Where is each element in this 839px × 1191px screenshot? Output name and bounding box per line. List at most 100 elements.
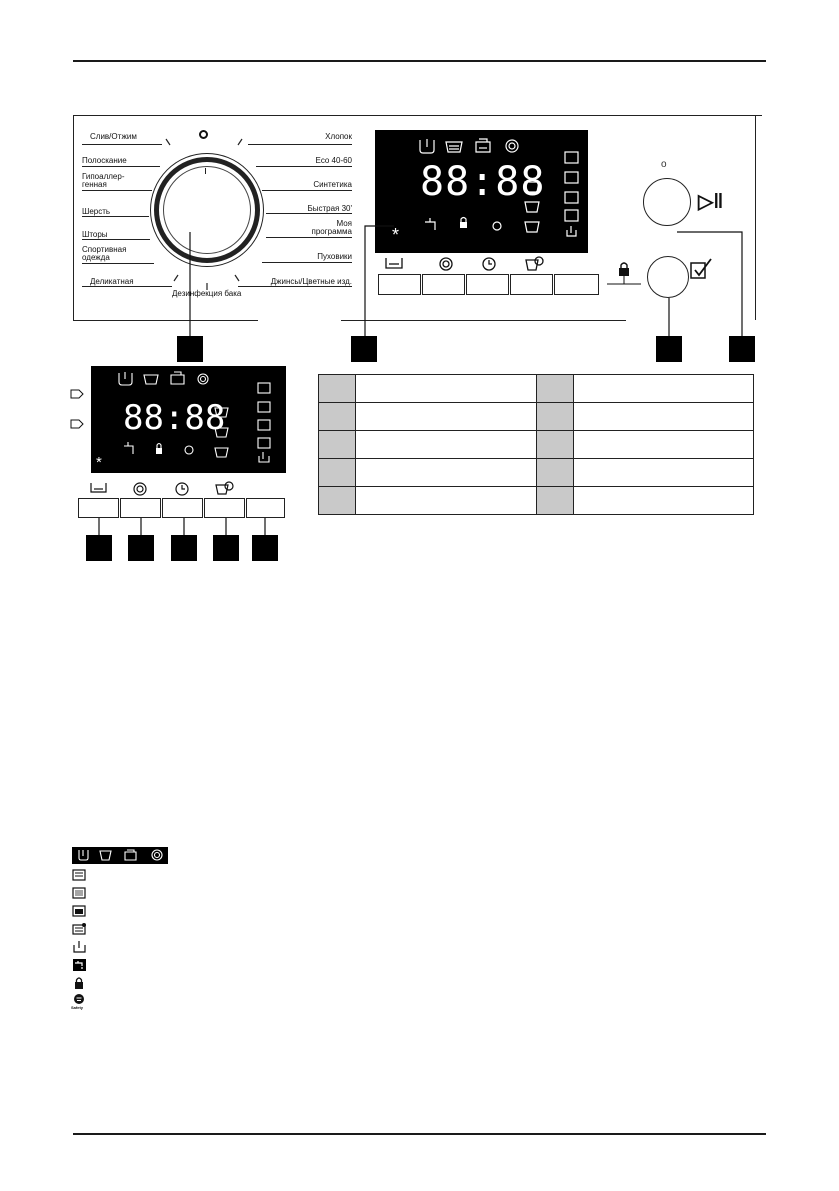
detail-button-3[interactable] (162, 498, 203, 518)
table-cell-text (572, 402, 754, 431)
detail-button-icons (90, 481, 234, 496)
detail-display-star: * (96, 454, 102, 471)
table-row (318, 486, 754, 515)
program-dial-knob[interactable] (163, 166, 251, 254)
main-display (375, 130, 588, 253)
panel-bottom-edge (341, 320, 626, 321)
table-cell-text (355, 458, 537, 487)
legend-water-tap-icon (73, 959, 86, 971)
callout-marker-button-2 (128, 535, 154, 561)
button-1[interactable] (378, 274, 421, 295)
table-cell-num (318, 486, 356, 515)
detail-button-4[interactable] (204, 498, 245, 518)
power-indicator: o (661, 159, 667, 170)
label-underline (82, 263, 154, 264)
legend-lock-icon (75, 977, 83, 989)
dial-label-drum-disinfection: Дезинфекция бака (172, 289, 242, 298)
table-cell-num (318, 458, 356, 487)
legend-rinse-icon (72, 905, 86, 917)
dial-label-drain-spin: Слив/Отжим (90, 132, 137, 141)
legend-status-icons (78, 849, 163, 861)
label-underline (82, 190, 152, 191)
panel-bottom-edge (73, 320, 258, 321)
table-cell-text (572, 486, 754, 515)
label-underline (256, 166, 352, 167)
label-underline (82, 166, 160, 167)
button-4[interactable] (510, 274, 553, 295)
label-underline (82, 144, 162, 145)
top-rule (73, 60, 766, 62)
button-2[interactable] (422, 274, 465, 295)
detail-button-1[interactable] (78, 498, 119, 518)
detail-button-2[interactable] (120, 498, 161, 518)
program-indicator-dot (199, 130, 208, 139)
legend-status-strip (72, 847, 168, 864)
dial-pointer (205, 168, 206, 174)
program-dial-ring[interactable] (154, 157, 260, 263)
leader-lines (98, 225, 743, 535)
label-underline (266, 213, 352, 214)
table-cell-text (572, 458, 754, 487)
table-cell-text (572, 374, 754, 403)
table-cell-num (318, 374, 356, 403)
table-cell-num (535, 374, 574, 403)
callout-marker-power (656, 336, 682, 362)
legend-wash-icon (72, 887, 86, 899)
table-cell-num (318, 430, 356, 459)
start-pause-icon: ▷‖ (698, 191, 724, 213)
label-underline (82, 239, 150, 240)
start-pause-button[interactable] (643, 178, 691, 226)
table-cell-num (535, 402, 574, 431)
table-cell-text (355, 486, 537, 515)
legend-prewash-icon (72, 869, 86, 881)
label-underline (262, 262, 352, 263)
callout-marker-start (729, 336, 755, 362)
legend-spin-icon (72, 923, 86, 935)
button-3[interactable] (466, 274, 509, 295)
table-row (318, 402, 754, 431)
dial-label-rinse: Полоскание (82, 156, 127, 165)
dial-label-my-program-2: программа (311, 227, 353, 236)
main-display-icons (419, 138, 579, 237)
detail-button-5[interactable] (246, 498, 285, 518)
main-display-star: * (392, 225, 400, 245)
table-row (318, 430, 754, 459)
legend-safety-icon (74, 994, 84, 1004)
legend-safety-label: Safety (71, 1005, 84, 1010)
dial-label-my-program-1: Моя (336, 219, 352, 228)
callout-marker-button-4 (213, 535, 239, 561)
dial-label-hypoallergenic-1: Гипоаллер- (82, 172, 125, 181)
table-cell-num (318, 402, 356, 431)
label-underline (266, 237, 352, 238)
table-cell-text (355, 374, 537, 403)
dial-label-down: Пуховики (317, 252, 352, 261)
dial-label-sportswear-1: Спортивная (82, 245, 127, 254)
dial-label-eco: Eco 40-60 (315, 156, 352, 165)
table-cell-num (535, 430, 574, 459)
table-cell-num (535, 458, 574, 487)
panel-right-edge (755, 115, 756, 320)
table-cell-text (355, 430, 537, 459)
button-5[interactable] (554, 274, 599, 295)
callout-marker-button-5 (252, 535, 278, 561)
program-dial-outer[interactable] (150, 153, 264, 267)
detail-display (91, 366, 286, 473)
checkmark-icon (690, 258, 712, 279)
legend-drain-icon (73, 941, 86, 953)
callout-marker-button-1 (86, 535, 112, 561)
label-underline (248, 144, 352, 145)
callout-marker-dial (177, 336, 203, 362)
detail-display-digits: 88:88 (123, 398, 226, 438)
label-underline (262, 190, 352, 191)
dial-label-quick30: Быстрая 30' (307, 204, 352, 213)
table-cell-text (572, 430, 754, 459)
table-row (318, 374, 754, 403)
dial-label-wool: Шерсть (82, 207, 111, 216)
power-button[interactable] (647, 256, 689, 298)
side-mark (70, 389, 84, 399)
child-lock-icon (607, 262, 641, 285)
side-mark (70, 419, 84, 429)
dial-label-synthetics: Синтетика (313, 180, 352, 189)
control-panel-outline (73, 115, 762, 321)
table-cell-text (355, 402, 537, 431)
